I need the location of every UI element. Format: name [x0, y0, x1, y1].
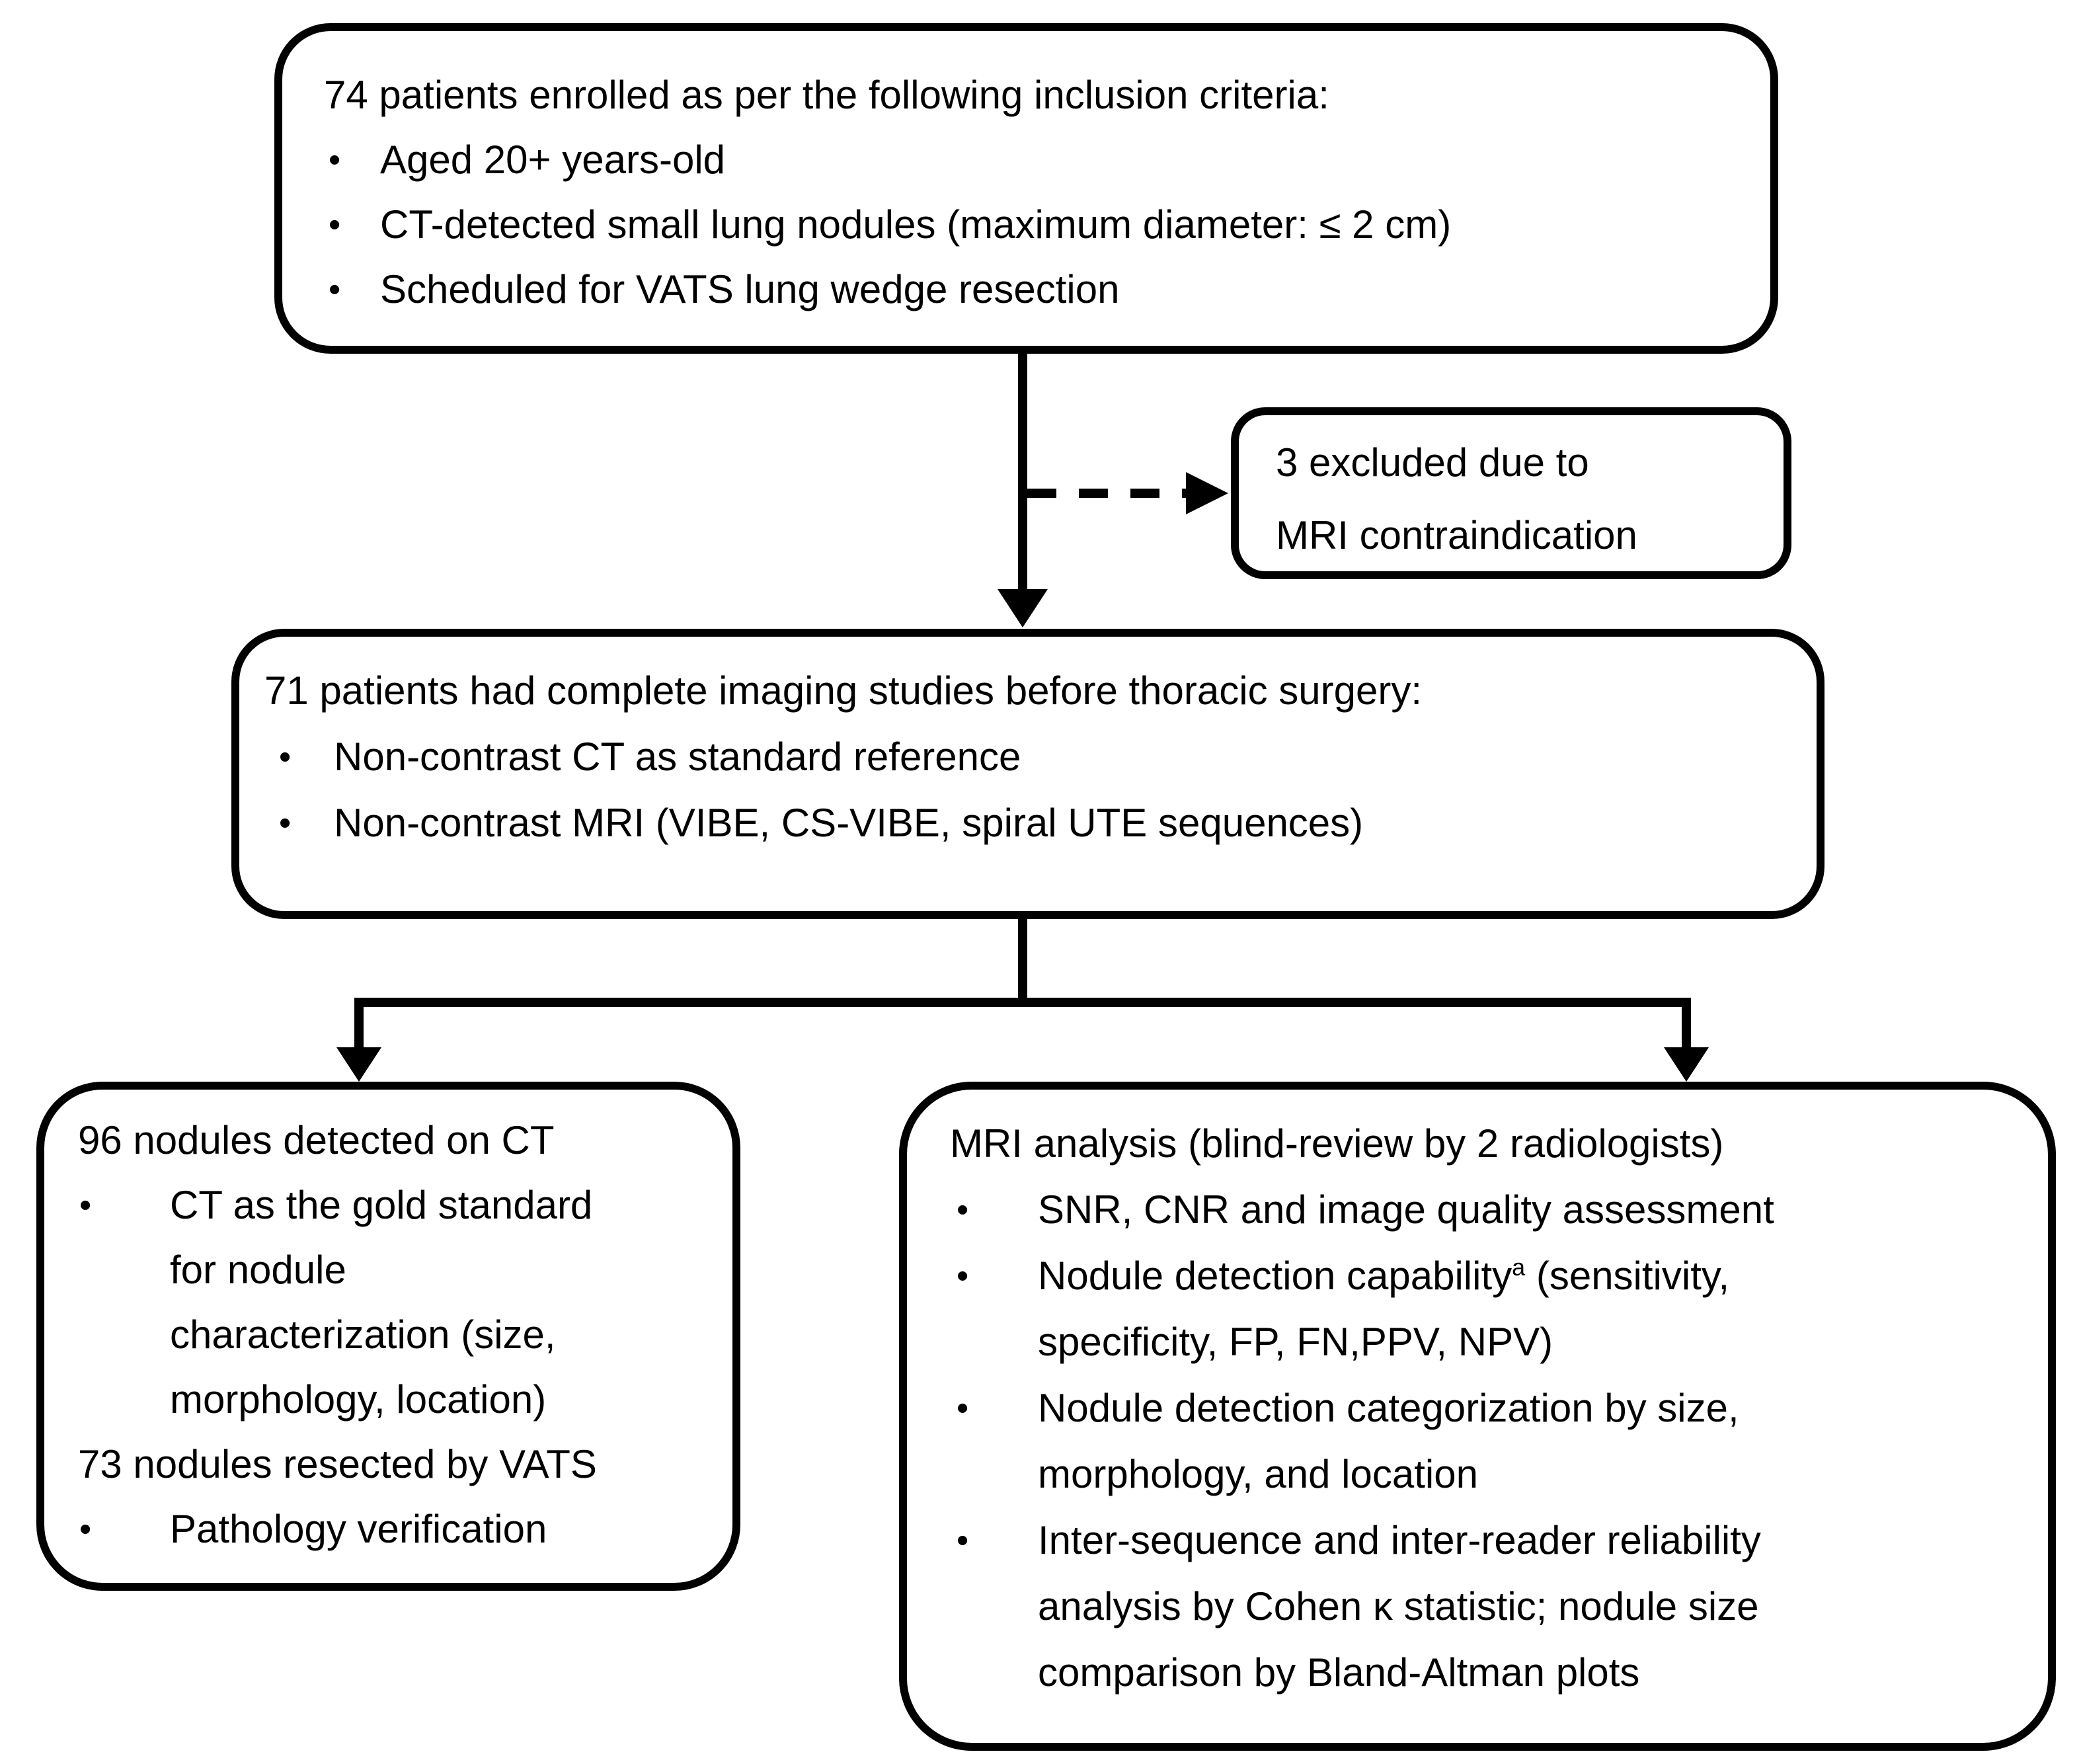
mri-arm-title: MRI analysis (blind-review by 2 radiolog…	[950, 1121, 1724, 1166]
box-exclusion: 3 excluded due to MRI contraindication	[1231, 407, 1791, 579]
arrow-down-icon	[998, 589, 1048, 627]
imaging-title: 71 patients had complete imaging studies…	[264, 668, 1422, 713]
bullet-icon: •	[279, 738, 292, 776]
mri-arm-bullet-3-cont: morphology, and location	[1038, 1452, 1478, 1496]
imaging-bullet-mri: • Non-contrast MRI (VIBE, CS-VIBE, spira…	[239, 790, 1817, 856]
mri-arm-bullet-2-text: Nodule detection capabilitya (sensitivit…	[907, 1254, 1729, 1298]
enrollment-bullet-nodules-text: CT-detected small lung nodules (maximum …	[380, 202, 1452, 247]
arrow-to-mri-arm-line	[1682, 998, 1691, 1053]
mri-arm-bullet-2-pre: Nodule detection capability	[1038, 1254, 1512, 1298]
enrollment-title: 74 patients enrolled as per the followin…	[324, 73, 1329, 117]
box-mri-arm: MRI analysis (blind-review by 2 radiolog…	[899, 1082, 2056, 1751]
imaging-bullet-mri-text: Non-contrast MRI (VIBE, CS-VIBE, spiral …	[334, 801, 1364, 845]
arrow-to-ct-arm-line	[354, 998, 364, 1053]
arrow-down-icon	[1664, 1047, 1709, 1082]
mri-arm-bullet-4: • Inter-sequence and inter-reader reliab…	[907, 1507, 2048, 1574]
mri-arm-bullet-3: • Nodule detection categorization by siz…	[907, 1375, 2048, 1441]
mri-arm-bullet-4-cont: analysis by Cohen κ statistic; nodule si…	[1038, 1584, 1759, 1628]
bullet-icon: •	[957, 1389, 969, 1427]
ct-arm-bullet-1-cont: characterization (size,	[170, 1312, 556, 1357]
box-ct-arm: 96 nodules detected on CT • CT as the go…	[36, 1082, 740, 1591]
ct-arm-bullet-1: • CT as the gold standard	[44, 1173, 732, 1238]
connector-stem-line	[1018, 919, 1027, 1007]
ct-arm-bullet-1-cont: morphology, location)	[170, 1377, 547, 1422]
enrollment-bullet-age: • Aged 20+ years-old	[282, 128, 1770, 192]
connector-branch-line	[354, 998, 1691, 1007]
bullet-icon: •	[79, 1510, 92, 1548]
mri-arm-bullet-3-text: Nodule detection categorization by size,	[1038, 1386, 1739, 1430]
box-enrollment-criteria: 74 patients enrolled as per the followin…	[274, 23, 1778, 354]
arrow-down-icon	[336, 1047, 381, 1082]
mri-arm-bullet-2: • Nodule detection capabilitya (sensitiv…	[907, 1243, 2048, 1309]
bullet-icon: •	[957, 1191, 969, 1229]
enrollment-bullet-vats: • Scheduled for VATS lung wedge resectio…	[282, 257, 1770, 322]
exclusion-line-1: 3 excluded due to	[1276, 440, 1589, 485]
arrow-enrollment-to-imaging-line	[1018, 354, 1027, 592]
ct-arm-line-2: 73 nodules resected by VATS	[78, 1442, 597, 1486]
mri-arm-bullet-4-text: Inter-sequence and inter-reader reliabil…	[1038, 1518, 1761, 1562]
imaging-bullet-ct-text: Non-contrast CT as standard reference	[334, 735, 1021, 779]
ct-arm-bullet-1-text: CT as the gold standard	[170, 1183, 593, 1227]
bullet-icon: •	[279, 804, 292, 842]
mri-arm-bullet-4-cont: comparison by Bland-Altman plots	[1038, 1650, 1640, 1695]
mri-arm-bullet-1: • SNR, CNR and image quality assessment	[907, 1177, 2048, 1243]
enrollment-bullet-nodules: • CT-detected small lung nodules (maximu…	[282, 192, 1770, 257]
box-imaging-studies: 71 patients had complete imaging studies…	[231, 629, 1824, 919]
ct-arm-bullet-2-text: Pathology verification	[170, 1507, 547, 1551]
bullet-icon: •	[79, 1186, 92, 1224]
mri-arm-bullet-2-cont: specificity, FP, FN,PPV, NPV)	[1038, 1320, 1553, 1364]
arrow-exclusion-dashed-line	[1027, 489, 1187, 498]
bullet-icon: •	[957, 1521, 969, 1560]
mri-arm-bullet-1-text: SNR, CNR and image quality assessment	[1038, 1187, 1774, 1232]
mri-arm-bullet-2-post: (sensitivity,	[1525, 1254, 1730, 1298]
enrollment-bullet-age-text: Aged 20+ years-old	[380, 138, 726, 182]
bullet-icon: •	[329, 141, 341, 179]
enrollment-bullet-vats-text: Scheduled for VATS lung wedge resection	[380, 267, 1120, 311]
ct-arm-line-1: 96 nodules detected on CT	[78, 1118, 555, 1162]
bullet-icon: •	[329, 206, 341, 244]
footnote-marker: a	[1512, 1254, 1526, 1281]
arrow-right-icon	[1186, 472, 1228, 514]
imaging-bullet-ct: • Non-contrast CT as standard reference	[239, 724, 1817, 790]
bullet-icon: •	[329, 270, 341, 309]
ct-arm-bullet-1-cont: for nodule	[170, 1248, 346, 1292]
bullet-icon: •	[957, 1257, 969, 1295]
exclusion-line-2: MRI contraindication	[1276, 513, 1637, 557]
ct-arm-bullet-2: • Pathology verification	[44, 1497, 732, 1562]
